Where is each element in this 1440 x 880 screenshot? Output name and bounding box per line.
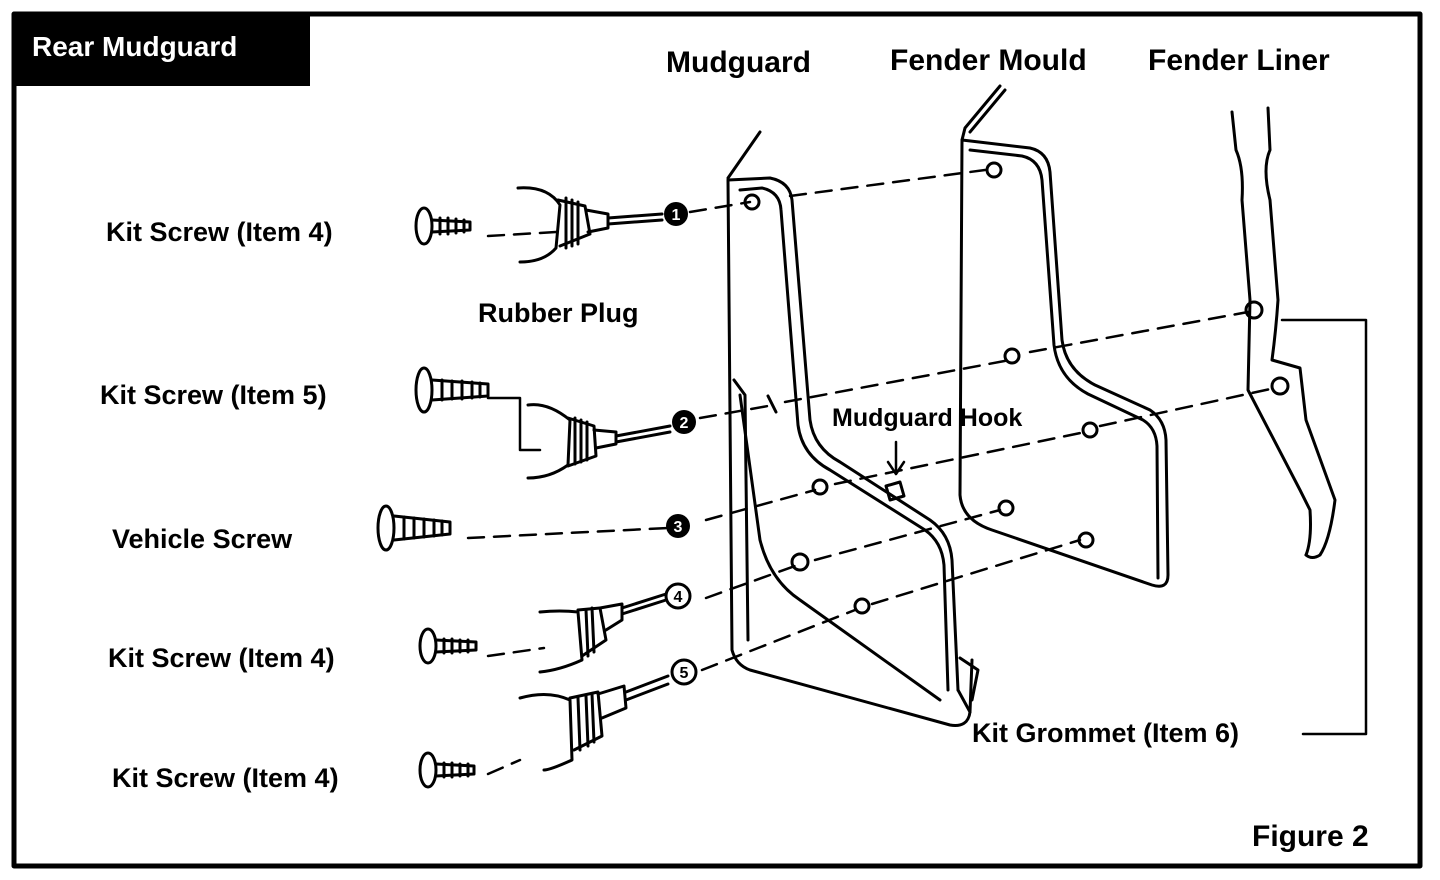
fender-mould-heading: Fender Mould [890, 44, 1087, 77]
page-title: Rear Mudguard [32, 31, 238, 62]
mudguard-part [726, 130, 980, 727]
kit-screw-item4-label-2: Kit Screw (Item 4) [108, 643, 335, 673]
screws [376, 206, 490, 789]
marker-2-number: 2 [680, 415, 689, 432]
alignment-lines [466, 168, 1277, 776]
marker-4-number: 4 [674, 589, 683, 606]
holes [743, 161, 1290, 615]
markers [664, 202, 698, 686]
vehicle-screw-label: Vehicle Screw [112, 524, 293, 554]
marker-3-number: 3 [674, 519, 683, 536]
kit-screw-item5-label: Kit Screw (Item 5) [100, 380, 327, 410]
kit-screw-item4-label-3: Kit Screw (Item 4) [112, 763, 339, 793]
leader-lines [486, 318, 1368, 736]
marker-2 [672, 410, 696, 434]
marker-5 [670, 658, 698, 686]
fender-liner-heading: Fender Liner [1148, 44, 1330, 77]
kit-screw-item4-label-1: Kit Screw (Item 4) [106, 217, 333, 247]
marker-5-number: 5 [680, 665, 689, 682]
title-tab [16, 16, 310, 86]
kit-grommet-label: Kit Grommet (Item 6) [972, 718, 1240, 748]
marker-4 [664, 582, 692, 610]
marker-1 [664, 202, 688, 226]
fender-liner-part [1230, 106, 1337, 559]
outer-border [11, 11, 1423, 869]
screwdrivers [516, 186, 672, 772]
marker-3 [666, 514, 690, 538]
mudguard-hook-label: Mudguard Hook [832, 404, 1023, 432]
mudguard-heading: Mudguard [666, 46, 811, 79]
figure-label: Figure 2 [1252, 820, 1369, 853]
rubber-plug-label: Rubber Plug [478, 298, 639, 328]
fender-mould-part [958, 84, 1170, 588]
marker-1-number: 1 [672, 207, 681, 224]
